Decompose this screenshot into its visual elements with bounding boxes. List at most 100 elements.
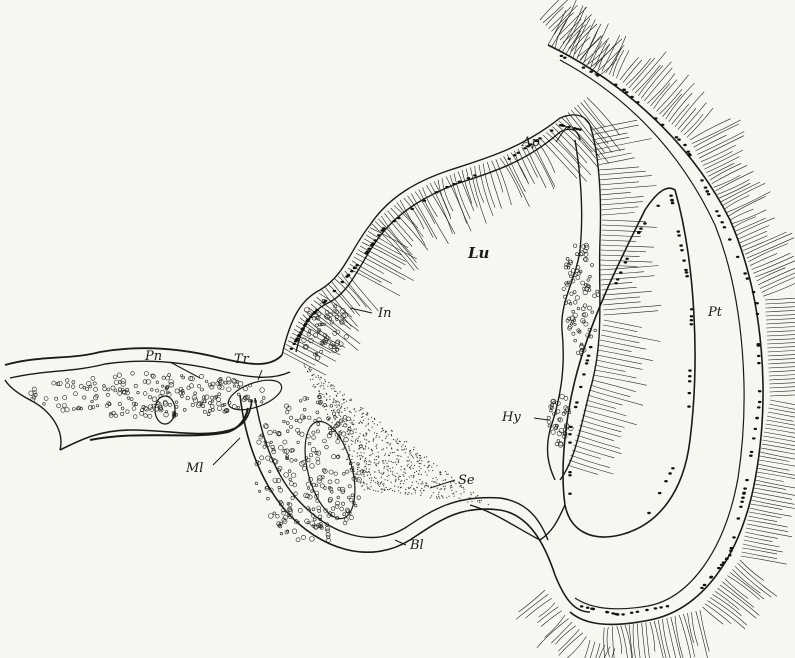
stipple-dot (438, 496, 439, 497)
stipple-dot (339, 391, 340, 392)
wall-nucleus (656, 205, 660, 207)
stipple-dot (364, 452, 365, 453)
stipple-dot (382, 440, 383, 441)
stipple-dot (388, 434, 389, 435)
stipple-dot (364, 439, 365, 440)
stipple-dot (367, 472, 368, 473)
stipple-dot (381, 492, 382, 493)
stipple-dot (416, 471, 417, 472)
stipple-dot (379, 437, 380, 438)
wall-nucleus (323, 301, 327, 303)
stipple-dot (355, 432, 356, 433)
stipple-dot (391, 482, 392, 483)
stipple-dot (390, 468, 391, 469)
wall-nucleus (585, 362, 589, 364)
stipple-dot (366, 468, 367, 469)
stipple-dot (327, 414, 328, 415)
stipple-dot (370, 482, 371, 483)
stipple-dot (360, 421, 361, 422)
wall-nucleus (728, 554, 732, 556)
wall-nucleus (654, 117, 658, 119)
wall-nucleus (732, 536, 736, 538)
stipple-dot (360, 433, 361, 434)
stipple-dot (357, 467, 358, 468)
stipple-dot (403, 472, 404, 473)
stipple-dot (396, 464, 397, 465)
wall-nucleus (569, 426, 573, 428)
stipple-dot (440, 472, 441, 473)
stipple-dot (409, 476, 410, 477)
stipple-dot (372, 421, 373, 422)
stipple-dot (376, 448, 377, 449)
stipple-dot (318, 375, 319, 376)
stipple-dot (413, 488, 414, 489)
stipple-dot (376, 435, 377, 436)
wall-nucleus (740, 501, 744, 503)
stipple-dot (382, 460, 383, 461)
stipple-dot (368, 423, 369, 424)
stipple-dot (392, 474, 393, 475)
stipple-dot (374, 459, 375, 460)
stipple-dot (427, 467, 428, 468)
stipple-dot (329, 399, 330, 400)
wall-nucleus (661, 124, 665, 126)
stipple-dot (335, 402, 336, 403)
wall-nucleus (688, 375, 692, 377)
stipple-dot (366, 432, 367, 433)
stipple-dot (331, 410, 332, 411)
stipple-dot (372, 453, 373, 454)
wall-nucleus (645, 609, 649, 611)
stipple-dot (367, 413, 368, 414)
wall-nucleus (675, 136, 679, 138)
stipple-dot (339, 415, 340, 416)
stipple-dot (443, 480, 444, 481)
stipple-dot (407, 494, 408, 495)
stipple-dot (324, 396, 325, 397)
stipple-dot (374, 462, 375, 463)
stipple-dot (354, 429, 355, 430)
stipple-dot (312, 386, 313, 387)
stipple-dot (351, 440, 352, 441)
stipple-dot (357, 441, 358, 442)
stipple-dot (330, 386, 331, 387)
stipple-dot (333, 388, 334, 389)
stipple-dot (437, 498, 438, 499)
stipple-dot (383, 483, 384, 484)
stipple-dot (308, 368, 309, 369)
stipple-dot (325, 381, 326, 382)
label-ml: Ml (185, 461, 203, 476)
wall-nucleus (639, 227, 643, 229)
stipple-dot (318, 383, 319, 384)
stipple-dot (352, 456, 353, 457)
stipple-dot (322, 405, 323, 406)
stipple-dot (400, 441, 401, 442)
stipple-dot (385, 438, 386, 439)
stipple-dot (385, 479, 386, 480)
stipple-dot (395, 476, 396, 477)
stipple-dot (360, 458, 361, 459)
stipple-dot (349, 400, 350, 401)
stipple-dot (424, 457, 425, 458)
stipple-dot (378, 457, 379, 458)
stipple-dot (414, 472, 415, 473)
stipple-dot (335, 433, 336, 434)
stipple-dot (349, 411, 350, 412)
wall-nucleus (616, 278, 620, 280)
wall-nucleus (435, 191, 439, 193)
stipple-dot (351, 422, 352, 423)
wall-nucleus (700, 587, 704, 589)
stipple-dot (360, 409, 361, 410)
stipple-dot (377, 424, 378, 425)
stipple-dot (373, 490, 374, 491)
wall-nucleus (749, 455, 753, 457)
stipple-dot (408, 461, 409, 462)
wall-nucleus (596, 74, 600, 76)
stipple-dot (399, 476, 400, 477)
stipple-dot (376, 465, 377, 466)
stipple-dot (326, 394, 327, 395)
wall-nucleus (582, 66, 586, 68)
wall-nucleus (567, 126, 571, 128)
stipple-dot (440, 474, 441, 475)
wall-nucleus (737, 517, 741, 519)
wall-nucleus (314, 311, 318, 313)
